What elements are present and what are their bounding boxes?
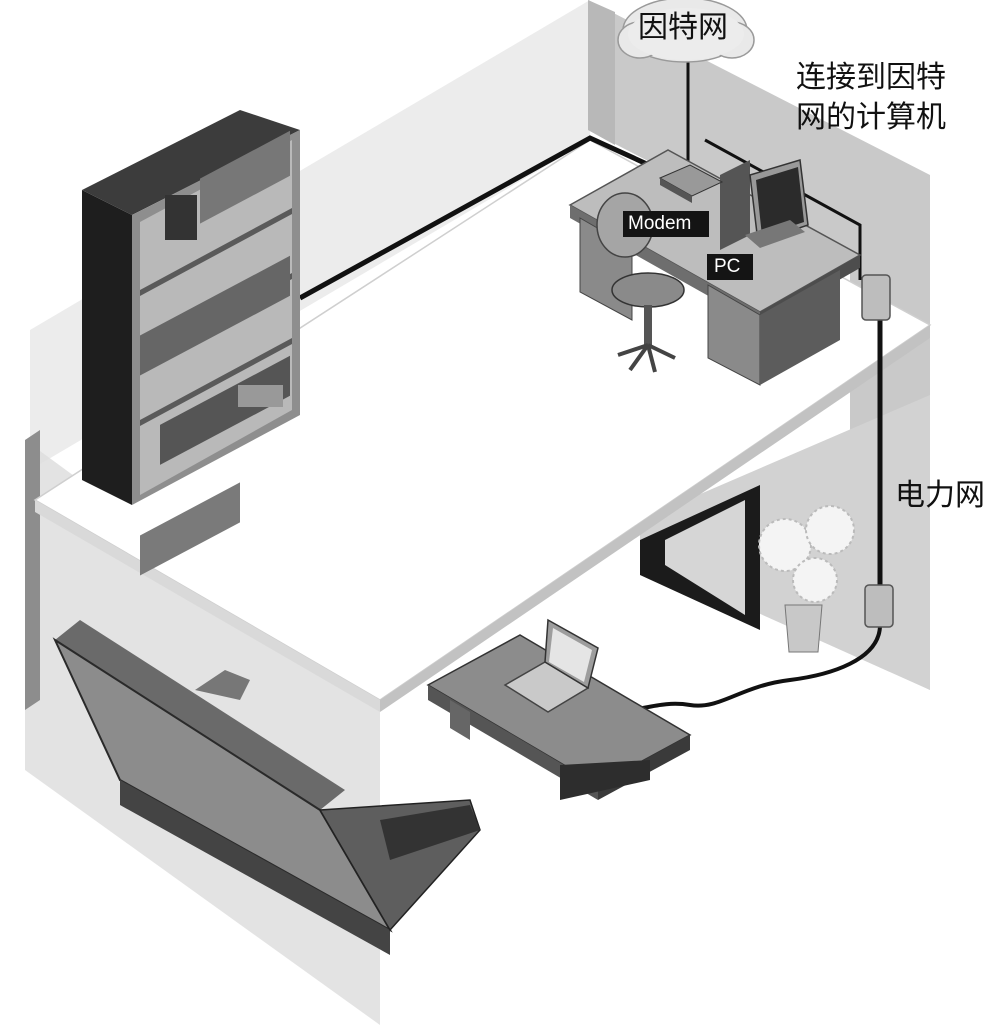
power-line-adapter-lower — [864, 584, 894, 628]
laptop-icon — [503, 618, 599, 713]
books-row-1 — [165, 130, 290, 240]
potted-plant — [758, 505, 855, 653]
desktop-computer-icon — [720, 159, 809, 250]
modem-label: Modem — [628, 213, 692, 234]
window — [640, 485, 760, 630]
cable-bookshelf-to-desk — [298, 135, 662, 301]
modem-tag — [623, 211, 709, 237]
power-grid-label: 电力网 — [895, 478, 985, 513]
internet-cloud-icon — [617, 0, 755, 63]
books-row-2 — [140, 255, 290, 376]
books-row-3 — [160, 355, 290, 465]
pc-tag — [707, 254, 753, 280]
sofa — [52, 620, 481, 955]
pc-caption-line-1: 连接到因特 — [796, 60, 946, 95]
pc-label: PC — [714, 256, 741, 277]
internet-label: 因特网 — [638, 10, 728, 45]
books-row-4 — [140, 385, 283, 576]
pc-caption-line-2: 网的计算机 — [796, 100, 946, 135]
bookshelf — [82, 110, 300, 576]
coffee-table — [426, 634, 692, 800]
power-line-cable — [570, 300, 883, 714]
modem-device-icon — [658, 164, 724, 203]
power-line-adapter-upper — [861, 274, 891, 321]
